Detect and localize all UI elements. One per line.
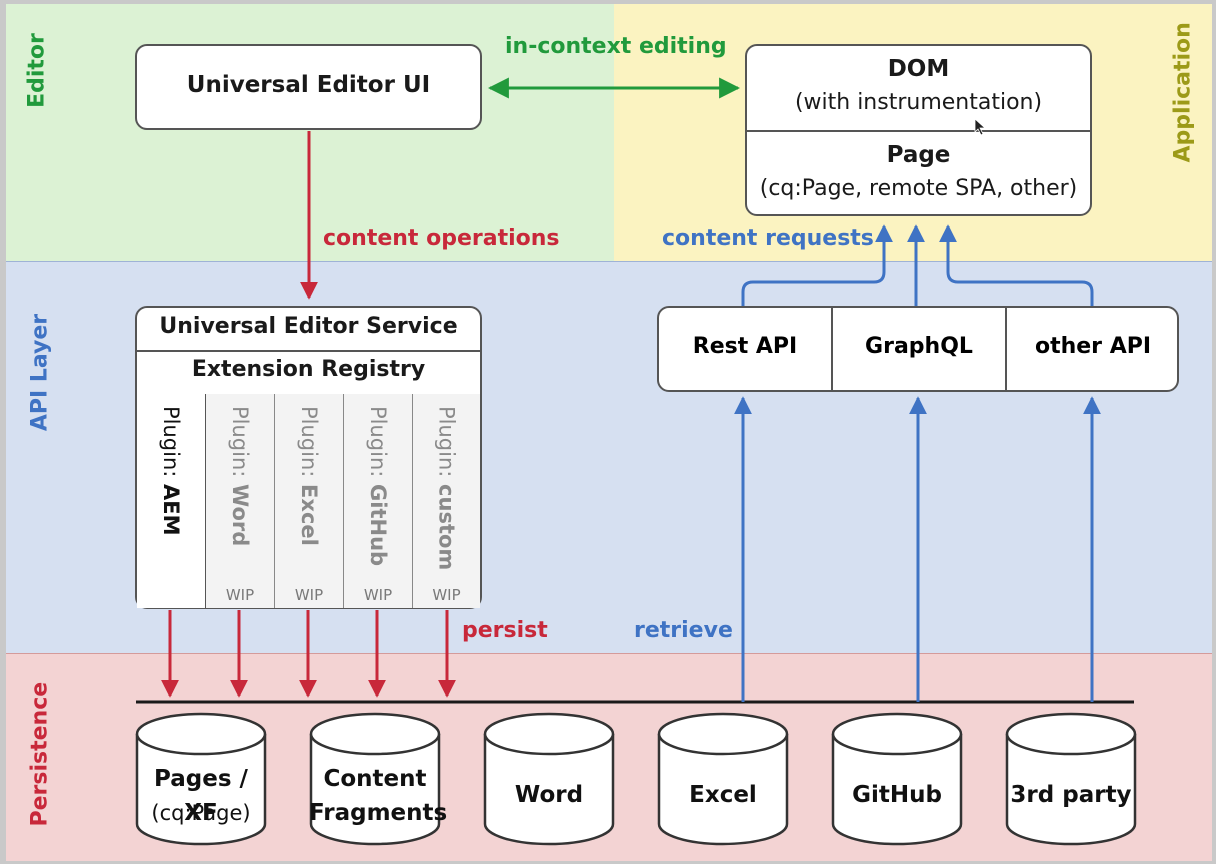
plugin-excel: Plugin: Excel WIP: [275, 394, 344, 608]
in-context-editing-label: in-context editing: [505, 34, 727, 59]
plugin-github: Plugin: GitHub WIP: [344, 394, 413, 608]
api-graphql: GraphQL: [865, 334, 973, 359]
plugin-word-prefix: Plugin:: [228, 406, 252, 485]
store-excel: Excel: [657, 712, 789, 846]
persist-label: persist: [462, 618, 548, 643]
plugin-custom: Plugin: custom WIP: [413, 394, 480, 608]
api-divider-2: [1005, 308, 1007, 390]
plugin-word-wip: WIP: [225, 586, 255, 604]
plugin-github-prefix: Plugin:: [366, 406, 390, 485]
plugin-word: Plugin: Word WIP: [206, 394, 275, 608]
dom-page-box: DOM (with instrumentation) Page (cq:Page…: [745, 44, 1092, 216]
store-excel-line1: Excel: [689, 782, 757, 808]
plugin-github-wip: WIP: [363, 586, 393, 604]
dom-page-divider: [747, 130, 1090, 132]
plugin-excel-wip: WIP: [294, 586, 324, 604]
api-divider-1: [831, 308, 833, 390]
service-divider-1: [137, 350, 480, 352]
content-requests-label: content requests: [662, 226, 874, 251]
content-request-arrow-other: [939, 224, 1094, 306]
plugin-custom-name: custom: [434, 484, 459, 571]
api-rest: Rest API: [692, 334, 798, 359]
cylinder-icon: [483, 712, 615, 846]
plugin-excel-name: Excel: [297, 484, 321, 546]
store-pages-xf-line2: (cq:Page): [151, 801, 251, 825]
api-box: Rest API GraphQL other API: [657, 306, 1179, 392]
cylinder-icon: [309, 712, 441, 846]
plugin-aem-prefix: Plugin:: [159, 406, 183, 485]
cylinder-icon: [135, 712, 267, 846]
cylinder-icon: [831, 712, 963, 846]
extension-registry-label: Extension Registry: [191, 357, 426, 382]
content-request-arrow-rest: [741, 224, 893, 306]
plugin-excel-prefix: Plugin:: [297, 406, 321, 485]
store-pages-xf-line1: Pages / XF: [154, 766, 248, 826]
retrieve-label: retrieve: [634, 618, 733, 643]
cylinder-icon: [657, 712, 789, 846]
store-word: Word: [483, 712, 615, 846]
plugin-custom-wip: WIP: [432, 586, 461, 604]
plugin-word-name: Word: [228, 484, 252, 547]
dom-subtitle: (with instrumentation): [794, 90, 1043, 115]
store-content-fragments-line2: Fragments: [309, 800, 448, 826]
plugin-github-name: GitHub: [366, 484, 390, 567]
store-3rd-party-line1: 3rd party: [1010, 782, 1132, 808]
plugin-aem-name: AEM: [159, 484, 183, 536]
store-word-line1: Word: [514, 782, 584, 808]
mouse-cursor-icon: [974, 118, 987, 136]
store-github-line1: GitHub: [852, 782, 942, 808]
content-operations-label: content operations: [323, 226, 560, 251]
plugin-custom-prefix: Plugin:: [434, 406, 459, 485]
store-content-fragments: Content Fragments: [309, 712, 448, 846]
store-github: GitHub: [831, 712, 963, 846]
plugin-aem: Plugin: AEM: [137, 394, 206, 608]
universal-editor-ui-box: Universal Editor UI: [135, 44, 482, 130]
store-pages-xf: Pages / XF (cq:Page): [135, 712, 267, 846]
cylinder-icon: [1005, 712, 1137, 846]
page-title: Page: [886, 142, 951, 168]
api-other: other API: [1034, 334, 1152, 359]
dom-title: DOM: [887, 56, 950, 82]
page-subtitle: (cq:Page, remote SPA, other): [759, 176, 1078, 201]
store-3rd-party: 3rd party: [1005, 712, 1137, 846]
universal-editor-ui-label: Universal Editor UI: [186, 72, 431, 98]
store-content-fragments-line1: Content: [323, 766, 427, 792]
service-title: Universal Editor Service: [159, 314, 458, 339]
